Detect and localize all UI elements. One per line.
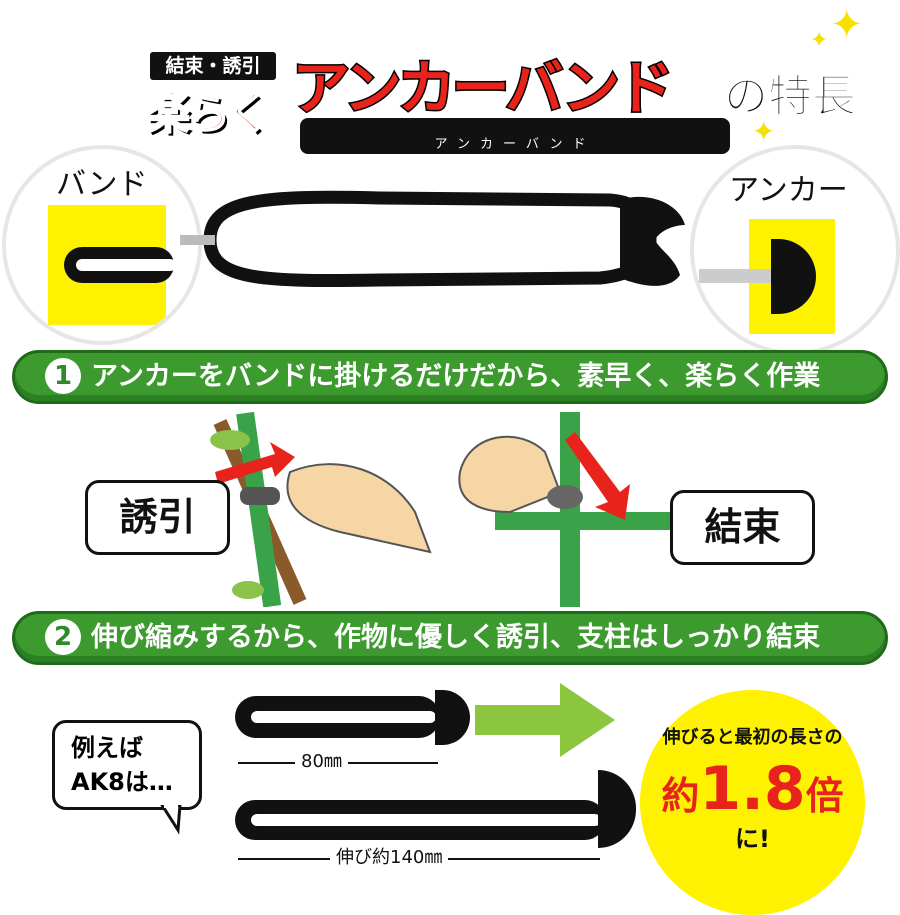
band-closeup [48, 205, 176, 325]
feature-2-banner: 2 伸び縮みするから、作物に優しく誘引、支柱はしっかり結束 [12, 611, 888, 665]
feature-1-banner: 1 アンカーをバンドに掛けるだけだから、素早く、楽らく作業 [12, 350, 888, 404]
guiding-label: 誘引 [85, 480, 230, 555]
guiding-illustration [210, 412, 432, 607]
sparkle-icon: ✦ [810, 28, 829, 53]
band-callout: バンド [2, 145, 202, 345]
anchor-head-icon [771, 239, 816, 314]
bubble-line-2: AK8は… [71, 768, 173, 796]
binding-illustration [458, 412, 685, 607]
band-label: バンド [56, 167, 148, 202]
arrow-right-icon [475, 683, 615, 757]
feature-number: 2 [45, 618, 81, 655]
feature-number: 1 [45, 357, 81, 394]
anchor-head-icon [598, 770, 636, 848]
sparkle-icon: ✦ [830, 2, 864, 48]
title-base [300, 118, 730, 154]
anchor-band-product-icon [180, 190, 685, 288]
band-strip-icon [64, 247, 176, 283]
anchor-callout: アンカー [690, 145, 900, 355]
bubble-tail [160, 805, 182, 835]
feature-2-text: 伸び縮みするから、作物に優しく誘引、支柱はしっかり結束 [91, 622, 820, 653]
anchor-label: アンカー [729, 173, 848, 208]
product-reading: アンカーバンド [434, 137, 596, 152]
band-short-icon [235, 696, 440, 738]
long-length: 伸び約140㎜ [330, 846, 449, 870]
short-length: 80㎜ [295, 750, 348, 774]
band-long-icon [235, 800, 605, 840]
title-suffix: の特長 [724, 71, 857, 123]
badge-line-3: に! [735, 825, 770, 853]
badge-ratio: 約1.8倍 [661, 754, 844, 824]
badge-value: 1.8 [699, 754, 806, 824]
binding-label: 結束 [670, 490, 815, 565]
stretch-badge: 伸びると最初の長さの 約1.8倍 に! [640, 690, 865, 915]
category-tag: 結束・誘引 [150, 52, 276, 80]
badge-line-1: 伸びると最初の長さの [662, 727, 843, 748]
anchor-closeup [699, 219, 835, 334]
sparkle-icon: ✦ [752, 115, 776, 148]
anchor-head-icon [435, 690, 470, 745]
product-title: アンカーバンド [290, 54, 675, 122]
feature-1-text: アンカーをバンドに掛けるだけだから、素早く、楽らく作業 [91, 361, 821, 392]
bubble-line-1: 例えば [71, 734, 143, 762]
title-prefix: 楽らく [145, 87, 271, 140]
example-bubble: 例えば AK8は… [52, 720, 202, 810]
